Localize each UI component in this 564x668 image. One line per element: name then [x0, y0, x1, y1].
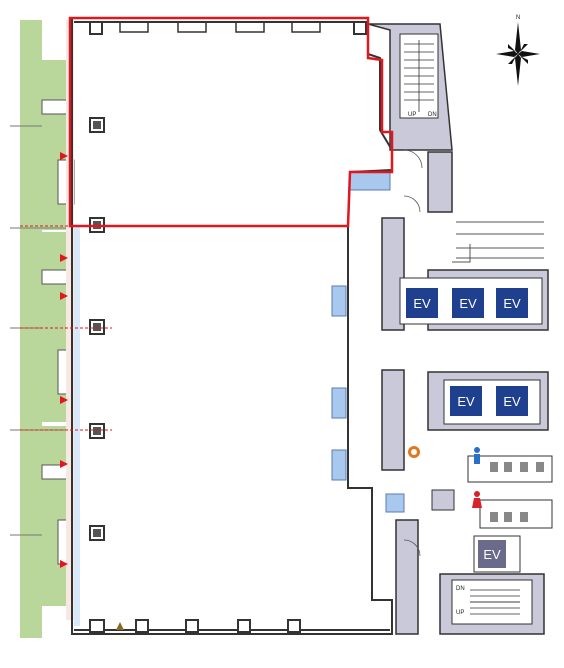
- elevator-car: EV: [496, 386, 528, 416]
- male-restroom-icon: [474, 447, 480, 464]
- south-stair-core: DN UP: [451, 579, 533, 625]
- elevator-bank-upper: EV EV EV: [399, 277, 543, 325]
- north-stair-down-label: DN: [428, 112, 437, 118]
- west-balcony: [10, 20, 75, 638]
- structural-columns: [89, 21, 367, 633]
- female-restroom-icon: [472, 491, 482, 508]
- north-label: N: [516, 15, 520, 21]
- west-glazing: [74, 226, 80, 626]
- facade-band: [66, 20, 74, 620]
- north-stair-core: UP DN: [367, 23, 453, 151]
- north-window-notches: [119, 22, 321, 33]
- service-elevator: EV: [473, 535, 521, 573]
- highlighted-area-outline: [68, 16, 394, 228]
- south-stair-up-label: UP: [456, 610, 464, 616]
- service-elevator-label: EV: [483, 547, 501, 562]
- restroom-area: [431, 447, 553, 529]
- elevator-label: EV: [457, 394, 475, 409]
- hydrant-icon: [408, 446, 420, 458]
- fire-markers: [60, 152, 68, 568]
- elevator-car: EV: [496, 288, 528, 318]
- toilet-fixtures: [490, 462, 544, 522]
- east-entry-doors: [331, 171, 405, 513]
- entrance-marker: [116, 622, 124, 630]
- dashed-guides: [20, 225, 112, 431]
- south-stair-down-label: DN: [456, 586, 465, 592]
- compass-icon: N: [496, 15, 540, 86]
- elevator-bank-lower: EV EV: [443, 379, 541, 425]
- north-stair-up-label: UP: [408, 112, 416, 118]
- elevator-car: EV: [406, 288, 438, 318]
- corridor-lines: [452, 221, 544, 263]
- exterior-wall: [71, 17, 393, 635]
- door-swings: [403, 149, 423, 557]
- elevator-car: EV: [450, 386, 482, 416]
- elevator-label: EV: [413, 296, 431, 311]
- elevator-label: EV: [459, 296, 477, 311]
- elevator-car: EV: [452, 288, 484, 318]
- elevator-label: EV: [503, 296, 521, 311]
- elevator-label: EV: [503, 394, 521, 409]
